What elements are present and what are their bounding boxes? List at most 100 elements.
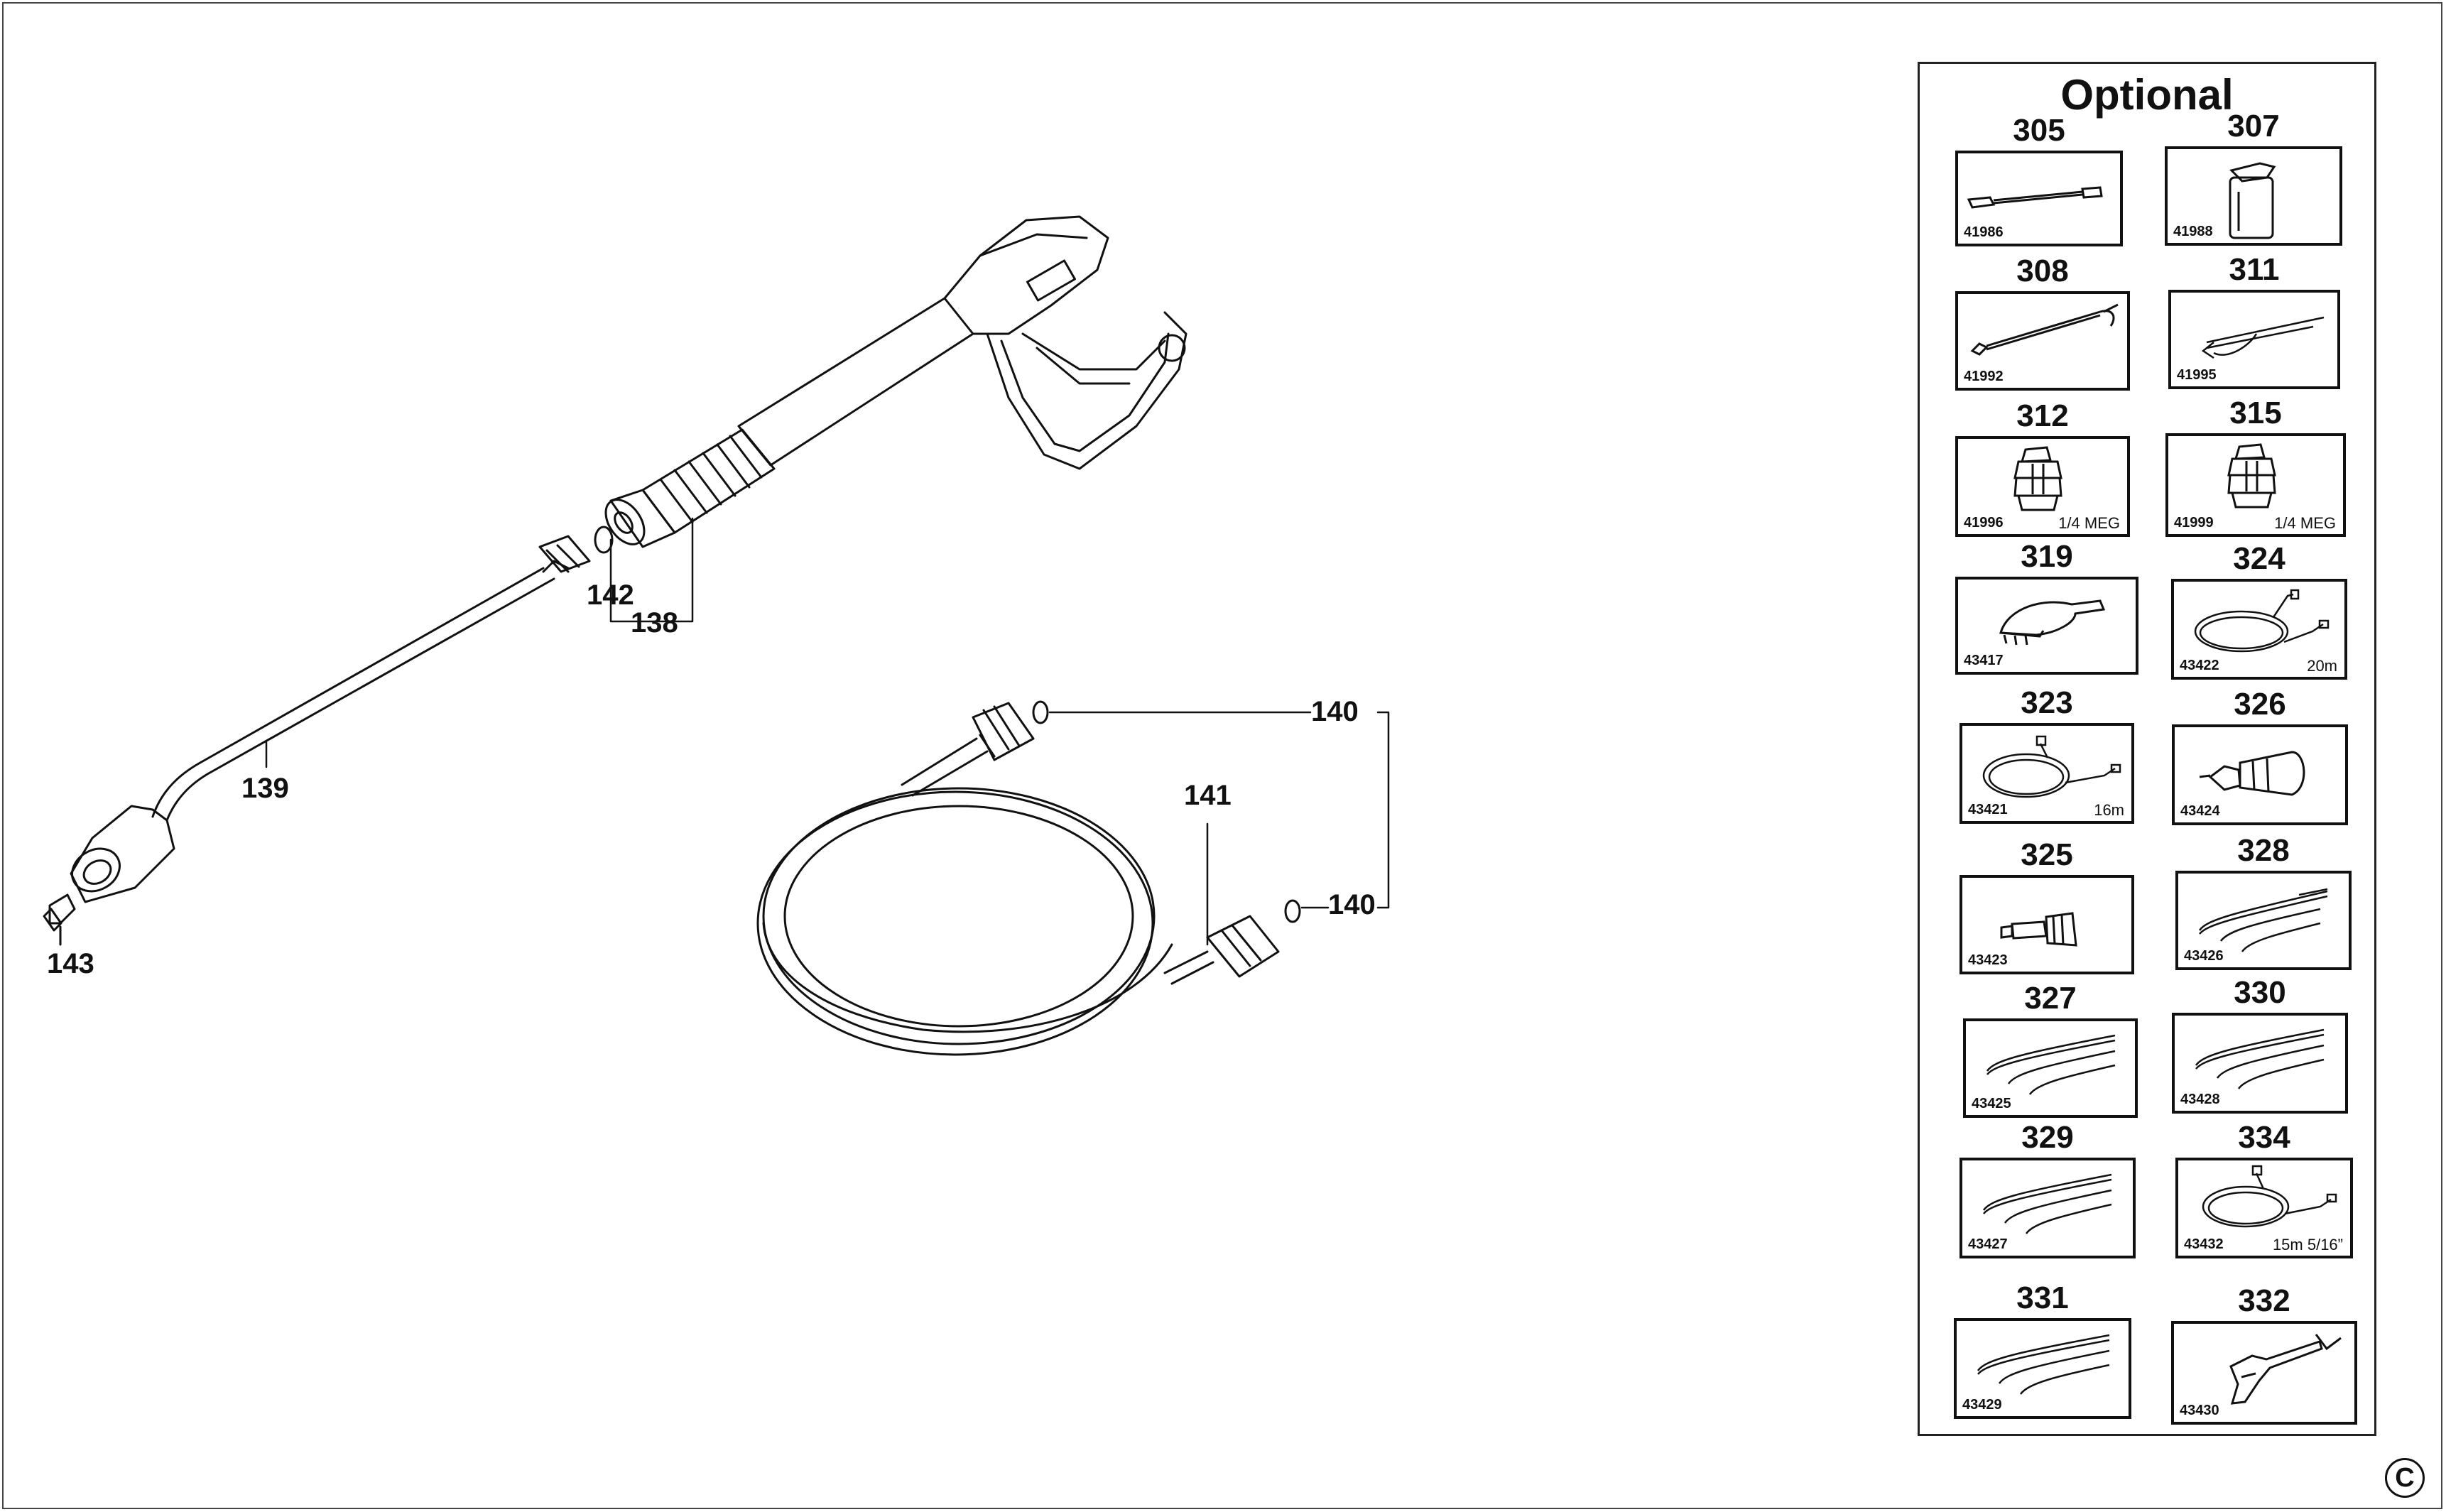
optional-item-330: 330 43428 [2172,977,2348,1126]
nozzle-143-icon [43,893,76,946]
item-number: 307 [2227,109,2280,143]
copyright-icon: C [2385,1458,2425,1498]
callout-141: 141 [1184,780,1232,811]
optional-item-323: 323 43421 16m [1959,687,2134,831]
nozzle-icon [2227,443,2276,508]
item-note: 15m 5/16” [2272,1236,2343,1253]
item-code: 43423 [1968,952,2008,968]
adapter-icon [2000,912,2077,947]
optional-item-319: 319 43417 [1955,541,2138,685]
item-code: 43428 [2180,1092,2220,1107]
item-box: 43429 [1954,1318,2131,1419]
item-note: 1/4 MEG [2058,514,2120,532]
hose-coil-icon [2194,589,2330,653]
item-number: 334 [2238,1120,2290,1155]
lance-set-icon [2195,1028,2325,1089]
item-number: 324 [2233,541,2285,576]
item-code: 41996 [1964,515,2004,531]
item-code: 43427 [1968,1236,2008,1252]
item-code: 43421 [1968,802,2008,817]
optional-item-312: 312 41996 1/4 MEG [1955,401,2130,543]
item-code: 43426 [2184,948,2224,964]
item-number: 332 [2238,1283,2290,1318]
lance-set-icon [1982,1173,2112,1234]
item-box: 43426 [2175,871,2352,970]
o-ring-140-top [1032,700,1049,724]
optional-item-311: 311 41995 [2168,254,2340,394]
item-box: 43432 15m 5/16” [2175,1158,2353,1258]
item-code: 43424 [2180,803,2220,819]
optional-item-334: 334 43432 15m 5/16” [2175,1122,2353,1266]
item-code: 43430 [2180,1403,2219,1418]
optional-item-315: 315 41999 1/4 MEG [2165,398,2346,543]
callout-139: 139 [241,773,289,804]
item-code: 41995 [2177,367,2217,383]
item-box: 41999 1/4 MEG [2165,433,2346,537]
optional-item-308: 308 41992 [1955,256,2130,394]
drain-cleaning-kit-icon [2201,316,2325,359]
optional-title: Optional [2060,71,2234,119]
callout-142: 142 [587,580,634,611]
o-ring-140-bottom [1284,899,1301,923]
hose-coil-icon [1982,735,2121,798]
optional-item-326: 326 43424 [2172,689,2348,831]
item-box: 41988 [2165,146,2342,246]
item-note: 20m [2307,657,2337,675]
item-number: 315 [2229,396,2282,430]
item-code: 43429 [1962,1397,2002,1413]
rotary-brush-icon [1999,599,2106,646]
item-box: 43427 [1959,1158,2136,1258]
curved-lance-icon [1970,303,2119,356]
turbo-nozzle-icon [2199,751,2305,796]
item-box: 43417 [1955,577,2138,675]
item-number: 327 [2024,981,2077,1016]
optional-item-327: 327 43425 [1963,983,2138,1126]
item-box: 41995 [2168,290,2340,389]
item-note: 1/4 MEG [2274,514,2336,532]
optional-item-325: 325 43423 [1959,839,2134,979]
item-box: 43423 [1959,875,2134,974]
item-number: 325 [2021,837,2073,872]
hose-coil-icon [2202,1165,2337,1228]
trigger-gun-icon [2229,1334,2342,1405]
item-box: 41992 [1955,291,2130,391]
optional-accessories-panel: Optional 305 41986 307 41988 308 41992 [1918,62,2376,1436]
item-box: 43421 16m [1959,723,2134,824]
detergent-bottle-icon [2229,162,2276,239]
hose-icon [756,700,1301,1056]
item-code: 41988 [2173,224,2213,239]
optional-item-305: 305 41986 [1955,115,2123,250]
trigger-gun-icon [604,215,1187,548]
callout-140-top: 140 [1311,696,1359,727]
callout-143: 143 [47,948,94,979]
item-number: 305 [2013,113,2065,148]
callout-138: 138 [631,607,678,638]
item-code: 41992 [1964,369,2004,384]
nozzle-icon [2013,446,2062,511]
item-number: 311 [2229,252,2280,287]
item-box: 43425 [1963,1018,2138,1118]
item-box: 41996 1/4 MEG [1955,436,2130,537]
optional-item-331: 331 43429 [1954,1283,2131,1425]
item-code: 43417 [1964,653,2004,668]
item-box: 43424 [2172,724,2348,825]
item-number: 331 [2016,1280,2069,1315]
lance-set-icon [1977,1334,2110,1395]
optional-item-329: 329 43427 [1959,1122,2136,1266]
o-ring-142 [594,526,614,554]
optional-item-324: 324 43422 20m [2171,543,2347,685]
item-code: 43425 [1972,1096,2011,1111]
lance-set-icon [2198,888,2328,952]
item-number: 323 [2021,685,2073,720]
item-number: 312 [2016,398,2069,433]
lance-set-icon [1986,1034,2116,1095]
callout-140-bottom: 140 [1328,889,1376,920]
item-number: 329 [2021,1120,2074,1155]
item-code: 41986 [1964,224,2004,240]
item-box: 41986 [1955,151,2123,246]
optional-item-328: 328 43426 [2175,835,2352,979]
item-box: 43422 20m [2171,579,2347,680]
item-number: 328 [2237,833,2290,868]
